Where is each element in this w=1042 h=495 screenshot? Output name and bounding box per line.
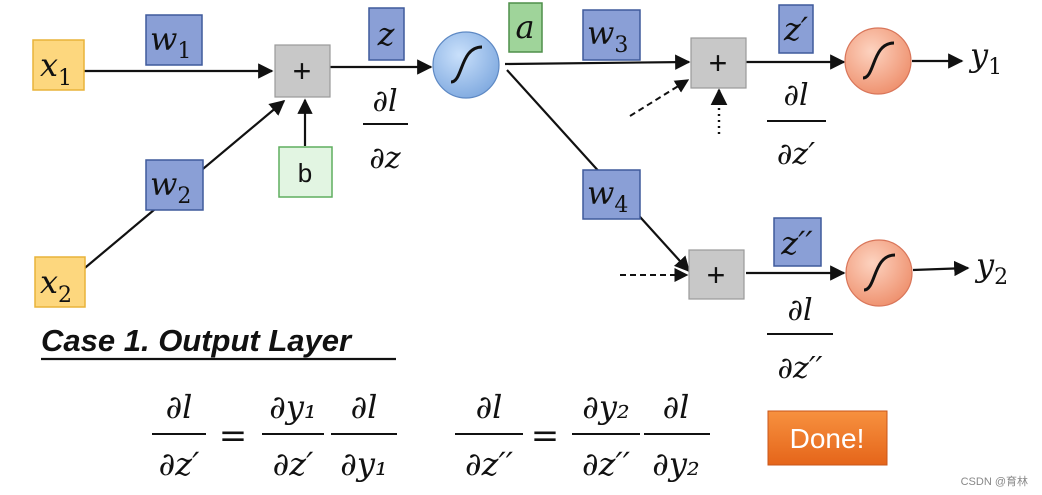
weight-w4: w4 bbox=[582, 169, 641, 220]
svg-text:b: b bbox=[298, 158, 312, 188]
sigmoid-icon bbox=[862, 41, 895, 80]
output-y1: y1 bbox=[968, 36, 1002, 80]
svg-text:∂l: ∂l bbox=[351, 388, 378, 426]
equation-2: ∂l ∂z′′ = ∂y₂ ∂z′′ ∂l ∂y₂ bbox=[455, 388, 710, 483]
svg-text:∂l: ∂l bbox=[476, 388, 503, 426]
label-a: a bbox=[508, 2, 543, 53]
sum-node-2: + bbox=[690, 37, 747, 89]
case-heading: Case 1. Output Layer bbox=[41, 323, 396, 361]
sigmoid-icon bbox=[863, 253, 896, 292]
svg-text:z: z bbox=[377, 15, 396, 53]
svg-text:+: + bbox=[707, 257, 726, 293]
weight-w2: w2 bbox=[145, 159, 204, 211]
svg-text:∂z′: ∂z′ bbox=[159, 445, 200, 483]
fraction-dl-dz-prime: ∂l ∂z′ bbox=[767, 78, 826, 172]
label-z: z bbox=[368, 7, 405, 61]
svg-text:∂l: ∂l bbox=[783, 78, 808, 113]
svg-text:=: = bbox=[219, 416, 248, 456]
sum-node-3: + bbox=[688, 249, 745, 300]
svg-text:∂y₁: ∂y₁ bbox=[269, 388, 316, 426]
svg-text:=: = bbox=[531, 416, 560, 456]
svg-text:∂z′′: ∂z′′ bbox=[582, 445, 631, 483]
svg-text:+: + bbox=[709, 45, 728, 81]
fraction-dl-dz-double-prime: ∂l ∂z′′ bbox=[767, 293, 833, 386]
edge-sigmoid1-sum2 bbox=[504, 54, 691, 70]
sum-node-1: + bbox=[274, 44, 331, 98]
svg-text:z′: z′ bbox=[783, 10, 809, 48]
svg-text:x1: x1 bbox=[40, 46, 72, 91]
input-node-x2: x2 bbox=[34, 256, 86, 308]
svg-text:∂z: ∂z bbox=[369, 141, 401, 176]
weight-w1: w1 bbox=[145, 14, 203, 66]
done-button[interactable]: Done! bbox=[767, 410, 888, 466]
svg-text:∂z′′: ∂z′′ bbox=[778, 351, 823, 386]
svg-text:∂l: ∂l bbox=[372, 84, 397, 119]
sigmoid-node-hidden bbox=[432, 31, 500, 99]
edge-dashed-sum2 bbox=[629, 79, 690, 117]
fraction-dl-dz: ∂l ∂z bbox=[363, 84, 408, 176]
sigmoid-node-output-2 bbox=[845, 239, 913, 307]
edge-sigmoid3-y2 bbox=[912, 260, 970, 277]
svg-text:∂y₁: ∂y₁ bbox=[340, 445, 387, 483]
svg-text:Case 1. Output Layer: Case 1. Output Layer bbox=[41, 323, 353, 358]
svg-text:∂l: ∂l bbox=[787, 293, 812, 328]
svg-text:∂y₂: ∂y₂ bbox=[652, 445, 699, 483]
edges bbox=[79, 53, 970, 282]
bias-node: b bbox=[278, 146, 333, 198]
svg-text:z′′: z′′ bbox=[780, 224, 813, 262]
label-z-double-prime: z′′ bbox=[773, 217, 822, 267]
sigmoid-node-output-1 bbox=[844, 27, 912, 95]
done-button-label: Done! bbox=[790, 423, 865, 454]
svg-text:a: a bbox=[515, 8, 534, 46]
weight-w3: w3 bbox=[582, 9, 641, 61]
label-z-prime: z′ bbox=[778, 4, 814, 54]
svg-text:∂z′: ∂z′ bbox=[777, 137, 815, 172]
svg-text:∂z′: ∂z′ bbox=[273, 445, 314, 483]
svg-text:∂l: ∂l bbox=[166, 388, 193, 426]
svg-text:+: + bbox=[293, 53, 312, 89]
svg-text:w4: w4 bbox=[587, 174, 628, 218]
svg-text:x2: x2 bbox=[40, 263, 72, 308]
svg-text:∂l: ∂l bbox=[663, 388, 690, 426]
watermark: CSDN @育林 bbox=[961, 474, 1028, 488]
svg-text:w2: w2 bbox=[150, 165, 191, 209]
input-node-x1: x1 bbox=[32, 39, 85, 91]
svg-text:∂y₂: ∂y₂ bbox=[582, 388, 629, 426]
equation-1: ∂l ∂z′ = ∂y₁ ∂z′ ∂l ∂y₁ bbox=[152, 388, 397, 483]
svg-text:w1: w1 bbox=[150, 20, 191, 64]
sigmoid-icon bbox=[450, 45, 483, 84]
output-y2: y2 bbox=[974, 246, 1008, 290]
svg-text:w3: w3 bbox=[587, 14, 628, 58]
svg-text:∂z′′: ∂z′′ bbox=[465, 445, 514, 483]
